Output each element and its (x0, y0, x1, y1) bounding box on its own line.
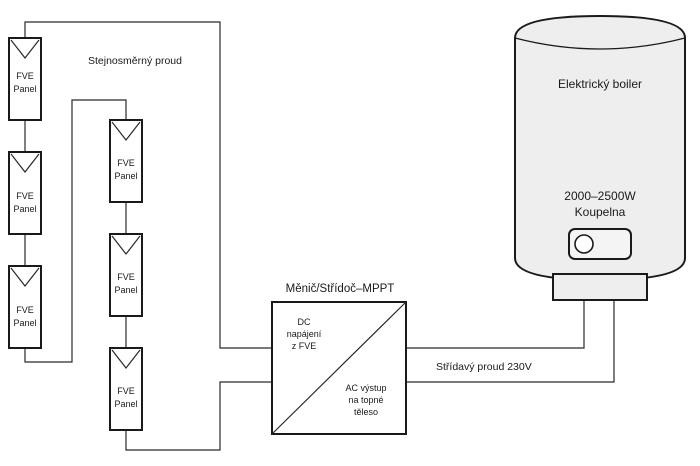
panel-3: FVE Panel (8, 265, 42, 349)
dc-wiring (24, 21, 272, 451)
panel-label: FVE (16, 305, 34, 315)
panel-mark-icon (111, 235, 141, 255)
panel-label: FVE (117, 386, 135, 396)
dc-input-label: napájení (287, 329, 322, 339)
panel-label: Panel (114, 171, 137, 181)
panel-label: Panel (13, 318, 36, 328)
boiler-location: Koupelna (575, 205, 626, 219)
inverter-title: Měnič/Střídoč–MPPT (286, 283, 395, 295)
dc-input-label: DC (298, 317, 311, 327)
panel-label: Panel (13, 84, 36, 94)
inverter-diagonal (271, 301, 407, 435)
wire-left-top (24, 21, 272, 349)
boiler-top-edge (514, 37, 686, 50)
panel-2: FVE Panel (8, 151, 42, 235)
inverter: Měnič/Střídoč–MPPT DC napájení z FVE AC … (271, 283, 407, 435)
wire-ac-bottom (406, 300, 615, 383)
dc-current-label: Stejnosměrný proud (88, 55, 182, 67)
panel-4: FVE Panel (109, 119, 143, 203)
panel-mark-icon (111, 349, 141, 369)
boiler-title: Elektrický boiler (558, 77, 642, 91)
wire-left-bottom (24, 99, 127, 363)
panel-6: FVE Panel (109, 347, 143, 431)
panel-label: FVE (16, 191, 34, 201)
boiler-power: 2000–2500W (564, 189, 636, 203)
panel-label: FVE (117, 158, 135, 168)
panel-label: Panel (114, 285, 137, 295)
panel-mark-icon (10, 267, 40, 287)
ac-output-label: na topné (348, 395, 383, 405)
panel-label: Panel (13, 204, 36, 214)
thermostat-knob-icon (574, 234, 594, 254)
panel-1: FVE Panel (8, 37, 42, 121)
wire-right-bottom (125, 381, 272, 451)
boiler-base (552, 273, 648, 301)
panel-mark-icon (10, 153, 40, 173)
panel-label: Panel (114, 399, 137, 409)
panel-5: FVE Panel (109, 233, 143, 317)
panel-mark-icon (10, 39, 40, 59)
ac-current-label: Střídavý proud 230V (436, 361, 532, 373)
ac-output-label: AC výstup (345, 383, 386, 393)
panel-mark-icon (111, 121, 141, 141)
ac-output-label: těleso (354, 407, 378, 417)
ac-wiring (406, 300, 615, 383)
panel-label: FVE (16, 71, 34, 81)
wire-ac-top (406, 300, 585, 349)
boiler: Elektrický boiler 2000–2500W Koupelna (514, 14, 686, 301)
dc-input-label: z FVE (292, 341, 317, 351)
panel-label: FVE (117, 272, 135, 282)
boiler-tank (514, 14, 686, 282)
